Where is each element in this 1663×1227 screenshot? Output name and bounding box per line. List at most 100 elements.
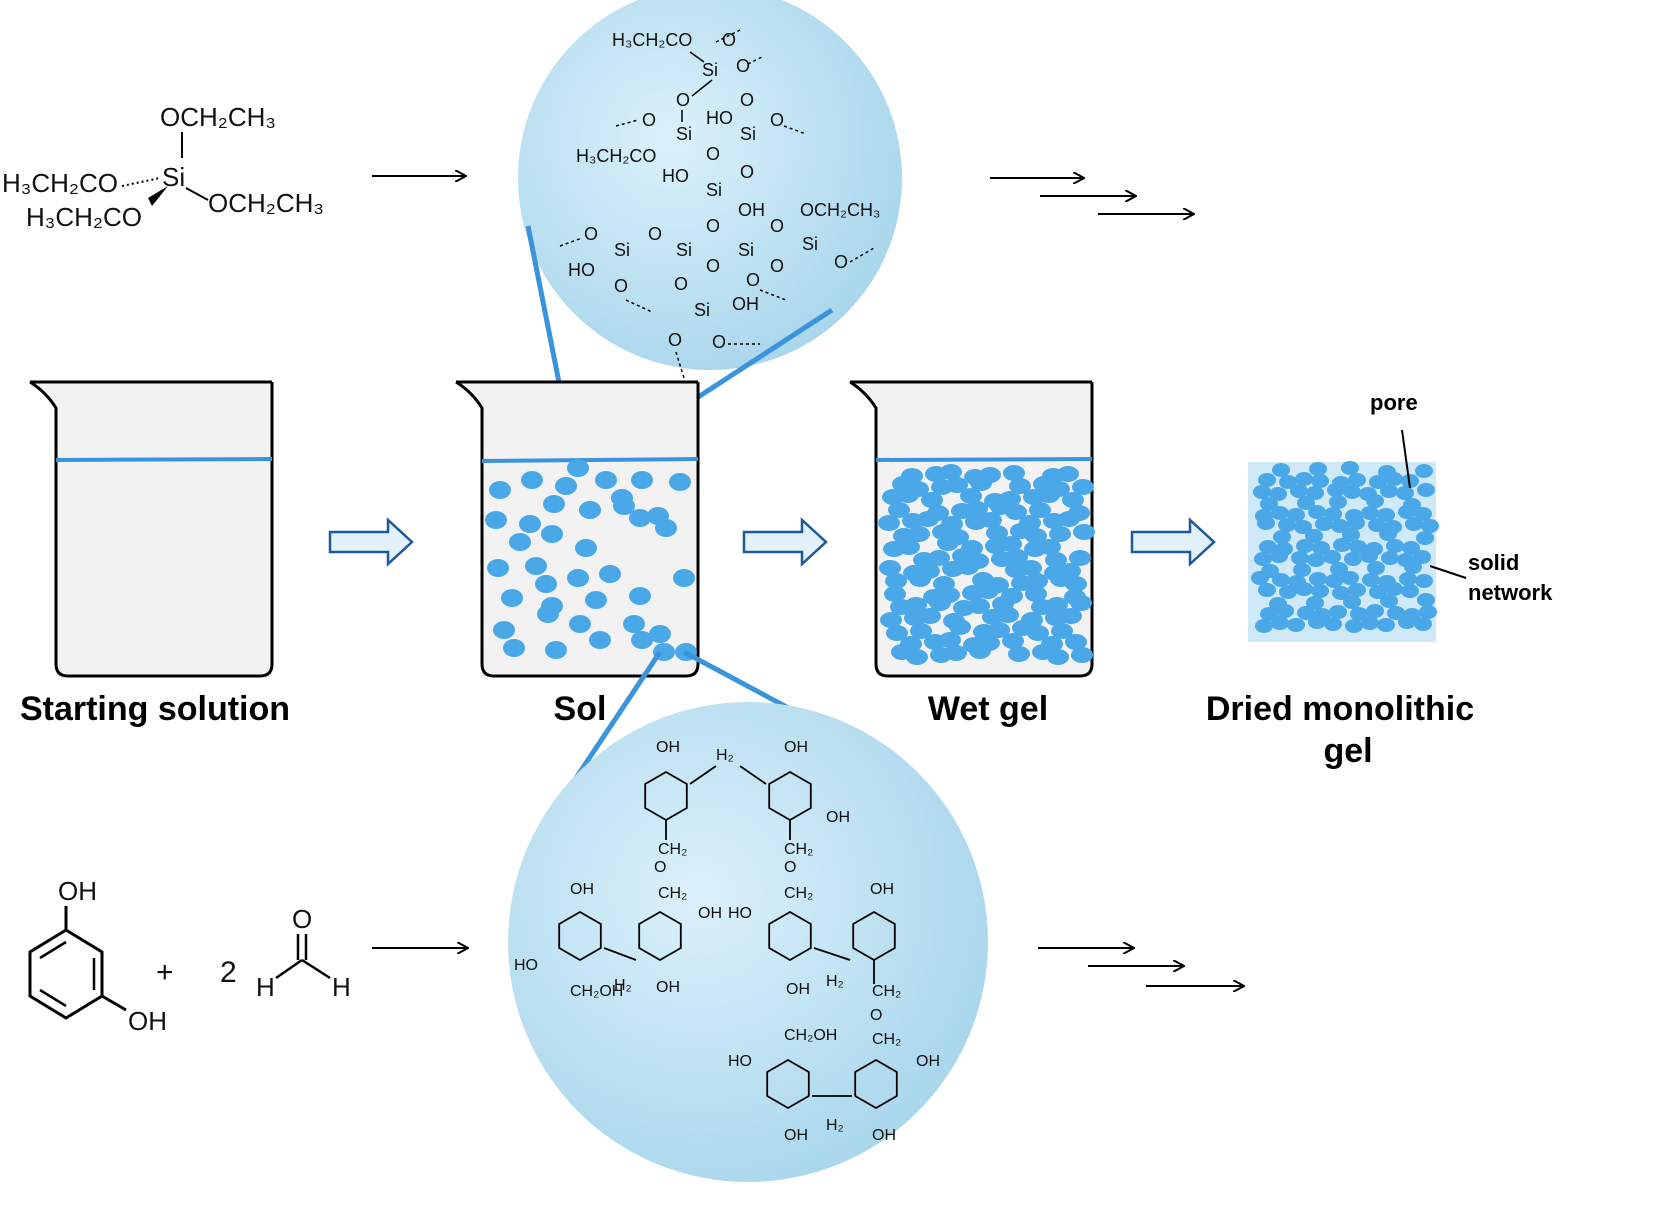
dried-particle <box>1380 594 1398 608</box>
gel-particle <box>1069 550 1091 566</box>
gel-particle <box>884 586 906 602</box>
dried-particle <box>1345 619 1363 633</box>
gel-particle <box>906 649 928 665</box>
gel-particle <box>997 607 1019 623</box>
sol-particles <box>485 459 697 661</box>
sol-particle <box>569 615 591 633</box>
svg-text:O: O <box>746 270 760 290</box>
dried-particle <box>1417 593 1435 607</box>
svg-text:OCH₂CH₃: OCH₂CH₃ <box>800 200 880 220</box>
dried-particle <box>1293 563 1311 577</box>
multi-step-arrows-top <box>990 178 1194 214</box>
svg-text:O: O <box>770 216 784 236</box>
wet-gel-network <box>878 464 1095 665</box>
dried-particle <box>1368 518 1386 532</box>
rf-label: CH₂ <box>872 983 901 1000</box>
sol-particle <box>589 631 611 649</box>
multi-step-arrows-bottom <box>1038 948 1244 986</box>
liquid-line-sol <box>481 457 699 463</box>
dried-particle <box>1419 605 1437 619</box>
svg-text:HO: HO <box>706 108 733 128</box>
svg-text:O: O <box>712 332 726 352</box>
sol-particle <box>487 559 509 577</box>
dried-particle <box>1273 530 1291 544</box>
svg-text:Si: Si <box>676 240 692 260</box>
gel-particle <box>929 595 951 611</box>
sol-particle <box>599 565 621 583</box>
dried-particle <box>1343 595 1361 609</box>
sol-particle <box>543 495 565 513</box>
svg-text:H: H <box>332 972 351 1002</box>
gel-particle <box>1025 528 1047 544</box>
gel-particle <box>1051 623 1073 639</box>
dried-particle <box>1344 552 1362 566</box>
dried-particle <box>1294 520 1312 534</box>
rf-label: O <box>870 1007 882 1024</box>
gel-particle <box>1026 573 1048 589</box>
gel-particle <box>1045 552 1067 568</box>
gel-particle <box>1009 478 1031 494</box>
dried-particle <box>1341 461 1359 475</box>
gel-particle <box>1057 466 1079 482</box>
dried-particle <box>1287 508 1305 522</box>
dried-particle <box>1324 617 1342 631</box>
gel-particle <box>878 515 900 531</box>
svg-text:Si: Si <box>614 240 630 260</box>
dried-particle <box>1380 484 1398 498</box>
gel-particle <box>988 622 1010 638</box>
dried-particle <box>1342 528 1360 542</box>
gel-particle <box>1029 502 1051 518</box>
gel-particle <box>888 502 910 518</box>
svg-text:2: 2 <box>220 956 237 989</box>
svg-text:O: O <box>642 110 656 130</box>
svg-text:Si: Si <box>702 60 718 80</box>
dried-particle <box>1361 506 1379 520</box>
dried-particle <box>1348 473 1366 487</box>
sol-particle <box>623 615 645 633</box>
sol-particle <box>535 575 557 593</box>
dried-particle <box>1398 505 1416 519</box>
rf-label: OH <box>656 739 680 756</box>
rf-label: H₂ <box>716 747 734 764</box>
svg-text:O: O <box>648 224 662 244</box>
bond <box>603 947 637 961</box>
dried-particle <box>1311 584 1329 598</box>
dried-particle <box>1258 473 1276 487</box>
dried-particle <box>1272 573 1290 587</box>
label-dried-line1: Dried monolithic <box>1206 690 1474 728</box>
dried-particle <box>1385 472 1403 486</box>
dried-particle <box>1276 604 1294 618</box>
block-arrows <box>328 517 1216 567</box>
gel-particle <box>1071 647 1093 663</box>
gel-particle <box>880 612 902 628</box>
sol-particle <box>673 569 695 587</box>
svg-text:+: + <box>156 956 174 989</box>
dried-particle <box>1253 485 1271 499</box>
sol-particle <box>489 481 511 499</box>
svg-text:O: O <box>834 252 848 272</box>
gel-particle <box>1038 487 1060 503</box>
silica-network-structure: H₃CH₂CO O Si O O O O Si HO Si O H₃CH₂CO … <box>559 29 880 379</box>
gel-particle <box>960 488 982 504</box>
svg-text:H: H <box>256 972 275 1002</box>
gel-particle <box>949 619 971 635</box>
svg-text:H₃CH₂CO: H₃CH₂CO <box>576 146 656 166</box>
gel-particle <box>1060 608 1082 624</box>
gel-particle <box>1062 492 1084 508</box>
rf-label: CH₂OH <box>784 1027 837 1044</box>
liquid-line-wet-gel <box>875 457 1093 462</box>
svg-text:OH: OH <box>128 1006 167 1036</box>
benzene-ring <box>854 1058 898 1110</box>
gel-particle <box>980 512 1002 528</box>
benzene-ring <box>768 910 812 962</box>
annotation-solid: solid <box>1468 550 1519 575</box>
gel-particle <box>910 623 932 639</box>
dried-particle <box>1327 483 1345 497</box>
dried-particle <box>1270 549 1288 563</box>
bond <box>689 765 717 785</box>
dried-particle <box>1377 508 1395 522</box>
gel-particle <box>986 525 1008 541</box>
dried-particle <box>1329 605 1347 619</box>
gel-particle <box>879 560 901 576</box>
rf-label: OH <box>872 1127 896 1144</box>
